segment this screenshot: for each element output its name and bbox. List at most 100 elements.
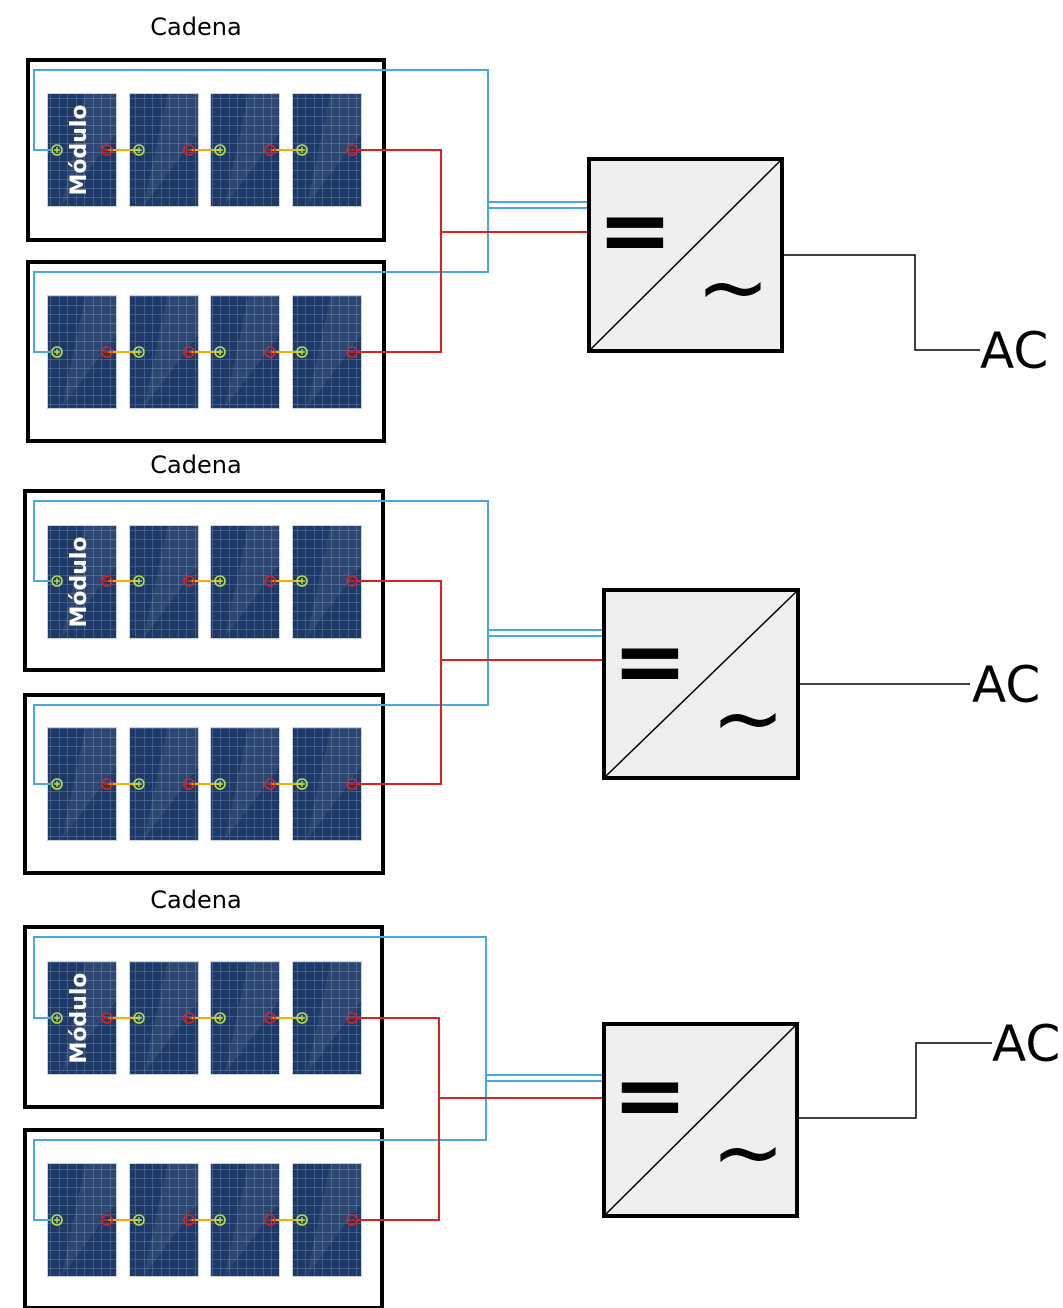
solar-module [292, 525, 362, 639]
positive-string-wire [33, 636, 489, 785]
module-cells [130, 526, 198, 638]
negative-string-wire [357, 580, 442, 660]
negative-terminal-icon [101, 575, 113, 587]
ac-symbol-icon: ~ [711, 666, 785, 769]
module-cells [293, 526, 361, 638]
module-glare [224, 94, 279, 206]
module-glare [306, 526, 361, 638]
positive-terminal-icon [214, 575, 226, 587]
dc-symbol-icon: = [612, 609, 687, 714]
module-glare [224, 728, 279, 840]
positive-terminal-icon [214, 144, 226, 156]
negative-terminal-icon [183, 778, 195, 790]
solar-module [47, 1163, 117, 1277]
negative-string-wire [357, 232, 442, 353]
negative-terminal-icon [183, 1012, 195, 1024]
string-label: Cadena [150, 13, 241, 41]
module-glare [224, 1164, 279, 1276]
negative-terminal-icon [264, 575, 276, 587]
positive-terminal-icon [133, 1214, 145, 1226]
module-glare [143, 296, 198, 408]
negative-terminal-icon [183, 575, 195, 587]
inverter-diagonal [590, 160, 781, 350]
module-glare [143, 728, 198, 840]
string-label: Cadena [150, 886, 241, 914]
pv-string [26, 208, 489, 443]
positive-string-wire [33, 1081, 487, 1221]
ac-label: AC [980, 322, 1048, 380]
module-glare [61, 962, 116, 1074]
module-glare [306, 962, 361, 1074]
negative-terminal-icon [183, 1214, 195, 1226]
positive-terminal-icon [296, 1012, 308, 1024]
negative-terminal-icon [183, 144, 195, 156]
positive-terminal-icon [296, 346, 308, 358]
module-label: Módulo [67, 104, 92, 195]
pv-string: Módulo [26, 58, 489, 242]
module-cells [48, 526, 116, 638]
string-label: Cadena [150, 451, 241, 479]
inverter: =~ [602, 588, 800, 780]
negative-terminal-icon [264, 144, 276, 156]
negative-terminal-icon [101, 778, 113, 790]
module-glare [224, 526, 279, 638]
module-glare [224, 296, 279, 408]
module-glare [143, 962, 198, 1074]
positive-terminal-icon [214, 1214, 226, 1226]
negative-terminal-icon [101, 1012, 113, 1024]
pv-string [23, 636, 489, 875]
negative-terminal-icon [183, 346, 195, 358]
inverter: =~ [602, 1022, 799, 1218]
positive-terminal-icon [133, 1012, 145, 1024]
positive-terminal-icon [133, 575, 145, 587]
negative-string-wire [357, 1017, 440, 1098]
positive-string-wire [33, 936, 487, 1081]
inverter-diagonal [605, 591, 797, 777]
module-label: Módulo [67, 972, 92, 1063]
module-cells [211, 526, 279, 638]
positive-string-wire [33, 208, 489, 353]
positive-terminal-icon [296, 1214, 308, 1226]
pv-string: Módulo [23, 925, 487, 1109]
ac-output-wire [797, 1042, 992, 1119]
positive-terminal-icon [133, 346, 145, 358]
solar-module [210, 525, 280, 639]
module-glare [61, 526, 116, 638]
positive-terminal-icon [133, 778, 145, 790]
ac-output-wire [782, 254, 980, 351]
inverter-diagonal [605, 1025, 796, 1215]
negative-terminal-icon [264, 346, 276, 358]
module-glare [143, 94, 198, 206]
pv-string: Módulo [23, 489, 489, 672]
negative-terminal-icon [101, 144, 113, 156]
ac-label: AC [972, 656, 1040, 714]
module-glare [61, 94, 116, 206]
ac-symbol-icon: ~ [696, 235, 770, 338]
negative-string-wire [357, 660, 442, 785]
negative-terminal-icon [101, 1214, 113, 1226]
negative-terminal-icon [264, 1214, 276, 1226]
module-glare [306, 296, 361, 408]
positive-string-wire [33, 69, 489, 208]
solar-module [210, 93, 280, 207]
dc-symbol-icon: = [597, 178, 672, 283]
module-glare [143, 1164, 198, 1276]
solar-module [292, 1163, 362, 1277]
negative-terminal-icon [264, 1012, 276, 1024]
dc-symbol-icon: = [612, 1043, 687, 1148]
module-glare [143, 526, 198, 638]
module-glare [61, 1164, 116, 1276]
negative-terminal-icon [264, 778, 276, 790]
positive-terminal-icon [296, 575, 308, 587]
negative-string-wire [357, 149, 442, 232]
pv-string [23, 1081, 487, 1308]
module-glare [306, 728, 361, 840]
negative-terminal-icon [101, 346, 113, 358]
module-glare [306, 94, 361, 206]
positive-terminal-icon [214, 1012, 226, 1024]
solar-module [129, 525, 199, 639]
